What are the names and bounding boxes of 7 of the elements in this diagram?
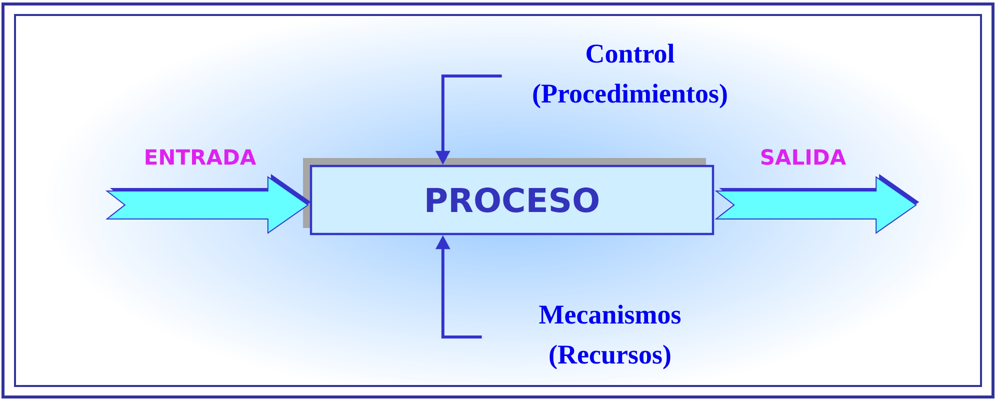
- label-text: Mecanismos (Recursos): [539, 304, 681, 370]
- process-box: PROCESO: [303, 158, 714, 236]
- edge-label: SALIDA: [761, 149, 846, 165]
- edge-label: ENTRADA: [146, 149, 256, 165]
- label-text: Control (Procedimientos): [533, 44, 727, 108]
- block-arrow: [714, 174, 920, 234]
- block-arrow: [105, 174, 311, 234]
